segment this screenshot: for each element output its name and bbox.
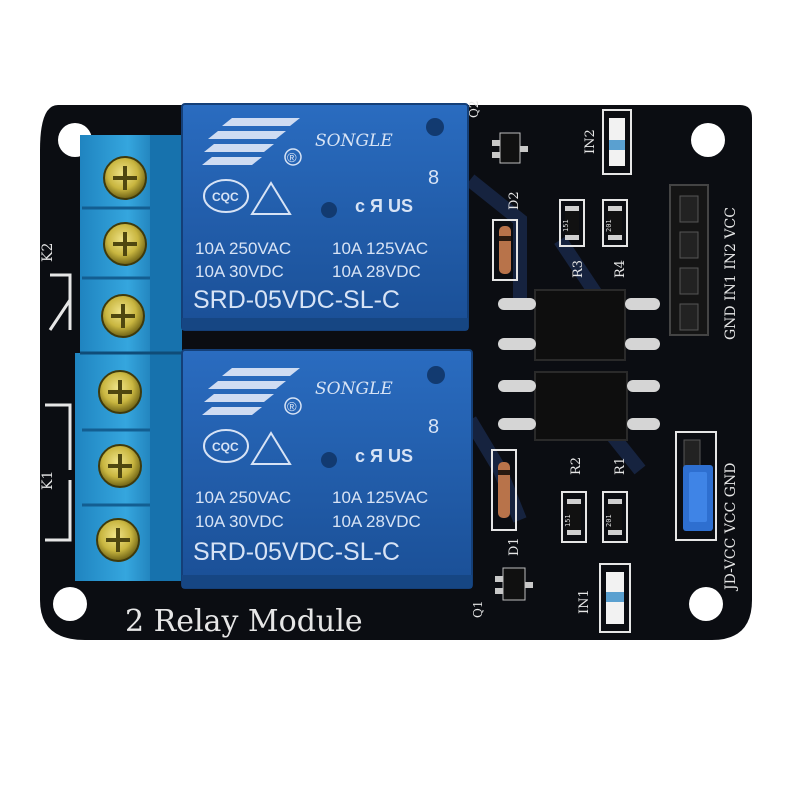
board-title: 2 Relay Module: [125, 604, 363, 639]
mounting-hole-bottom-right: [689, 587, 723, 621]
diode-d2: [492, 219, 518, 281]
cqc-mark-icon: [203, 429, 249, 463]
relay-bottom: SONGLE ® CQC c Я US 8 10A 250VAC 10A 125…: [181, 349, 473, 589]
warning-triangle-icon: [250, 431, 292, 465]
relay-vent-dot: [426, 118, 444, 136]
r4-label: R4: [613, 260, 628, 278]
relay-cqc: CQC: [212, 440, 239, 454]
mounting-hole-top-right: [691, 123, 725, 157]
svg-text:151: 151: [562, 219, 570, 232]
relay-rating-1l: 10A 250VAC: [195, 239, 291, 258]
transistor-q2: [492, 132, 528, 164]
registered-mark-icon: [284, 148, 302, 166]
relay-rating-2r: 10A 28VDC: [332, 512, 421, 531]
relay-cqc: CQC: [212, 190, 239, 204]
svg-text:201: 201: [605, 514, 613, 527]
relay-ul-mark: c Я US: [355, 196, 413, 216]
q1-label: Q1: [471, 601, 485, 618]
k1-coil-symbol: [45, 403, 72, 542]
relay-rating-2r: 10A 28VDC: [332, 262, 421, 281]
relay-model: SRD-05VDC-SL-C: [193, 286, 400, 314]
terminal-screw[interactable]: [103, 156, 147, 200]
led-in1: [599, 563, 631, 633]
songle-logo-icon: [202, 118, 300, 165]
resistor-r1: 201: [602, 491, 628, 543]
terminal-screw[interactable]: [101, 294, 145, 338]
optocoupler-top: [498, 289, 660, 361]
warning-triangle-icon: [250, 181, 292, 215]
relay-vent-dot: [321, 202, 337, 218]
r1-label: R1: [613, 457, 628, 475]
svg-text:201: 201: [605, 219, 613, 232]
svg-text:151: 151: [564, 514, 572, 527]
input-header-labels: GND IN1 IN2 VCC: [723, 207, 739, 340]
resistor-r4: 201: [602, 199, 628, 247]
relay-registered: ®: [287, 150, 297, 165]
terminal-screw[interactable]: [96, 518, 140, 562]
relay-ul-number: 8: [428, 167, 439, 189]
relay-registered: ®: [287, 399, 297, 414]
relay-model: SRD-05VDC-SL-C: [193, 538, 400, 566]
k2-coil-symbol: [48, 273, 72, 331]
terminal-screw[interactable]: [103, 222, 147, 266]
relay-rating-2l: 10A 30VDC: [195, 262, 284, 281]
d2-label: D2: [507, 191, 522, 210]
jdvcc-jumper[interactable]: [675, 431, 717, 541]
mounting-hole-bottom-left: [53, 587, 87, 621]
cqc-mark-icon: [203, 179, 249, 213]
relay-vent-dot: [427, 366, 445, 384]
input-pin-header[interactable]: [669, 184, 709, 336]
relay-ul-number: 8: [428, 416, 439, 438]
relay-brand: SONGLE: [315, 131, 393, 151]
relay-vent-dot: [321, 452, 337, 468]
led-in2: [602, 109, 632, 175]
relay-rating-1l: 10A 250VAC: [195, 488, 291, 507]
jumper-labels: JD-VCC VCC GND: [723, 463, 739, 592]
terminal-screw[interactable]: [98, 370, 142, 414]
transistor-q1: [495, 567, 533, 601]
in1-led-label: IN1: [577, 589, 592, 614]
r3-label: R3: [571, 260, 586, 278]
registered-mark-icon: [284, 397, 302, 415]
k2-label: K2: [40, 243, 56, 262]
relay-rating-2l: 10A 30VDC: [195, 512, 284, 531]
q2-label: Q2: [467, 101, 481, 118]
optocoupler-bottom: [498, 371, 660, 441]
k1-label: K1: [40, 471, 56, 490]
screw-terminal-block[interactable]: [75, 135, 182, 581]
relay-rating-1r: 10A 125VAC: [332, 239, 428, 258]
relay-top: SONGLE ® CQC c Я US 8 10A 250VAC 10A 125…: [181, 103, 469, 331]
diode-d1: [491, 449, 517, 531]
relay-brand: SONGLE: [315, 379, 393, 399]
in2-led-label: IN2: [583, 129, 598, 154]
d1-label: D1: [507, 537, 522, 556]
r2-label: R2: [569, 457, 584, 475]
resistor-r3: 151: [559, 199, 585, 247]
terminal-screw[interactable]: [98, 444, 142, 488]
resistor-r2: 151: [561, 491, 587, 543]
songle-logo-icon: [202, 368, 300, 415]
relay-ul-mark: c Я US: [355, 446, 413, 466]
relay-rating-1r: 10A 125VAC: [332, 488, 428, 507]
